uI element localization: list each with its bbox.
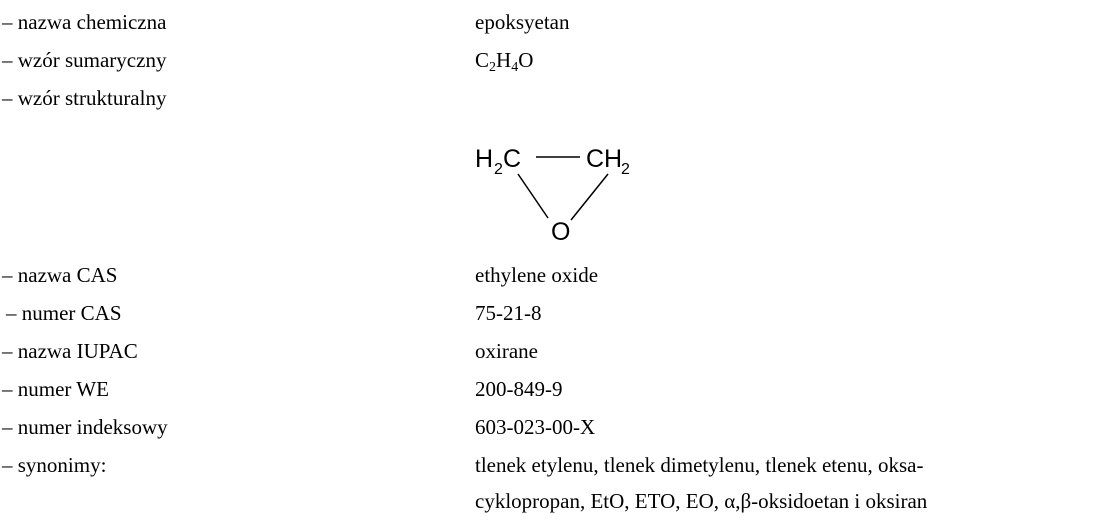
label-chemical-name: – nazwa chemiczna — [2, 10, 167, 34]
bond-left-o — [517, 173, 549, 219]
formula-h-count: 4 — [511, 60, 519, 75]
value-cas-name: ethylene oxide — [475, 263, 599, 287]
label-iupac-name: – nazwa IUPAC — [2, 339, 138, 363]
label-cas-number: – numer CAS — [6, 301, 122, 325]
value-cas-number: 75-21-8 — [475, 301, 542, 325]
value-ec-number: 200-849-9 — [475, 377, 563, 401]
value-iupac-name: oxirane — [475, 339, 538, 363]
label-structural-formula: – wzór strukturalny — [2, 86, 167, 110]
formula-c-count: 2 — [489, 60, 497, 75]
struct-right-ch: CH — [586, 145, 622, 173]
label-synonyms: – synonimy: — [2, 453, 107, 477]
formula-o: O — [518, 48, 534, 72]
value-chemical-name: epoksyetan — [475, 10, 570, 34]
struct-right-sub: 2 — [621, 161, 630, 178]
bond-right-o — [570, 173, 609, 221]
label-ec-number: – numer WE — [2, 377, 109, 401]
label-index-number: – numer indeksowy — [2, 415, 168, 439]
value-synonyms-line1: tlenek etylenu, tlenek dimetylenu, tlene… — [475, 453, 924, 477]
value-index-number: 603-023-00-X — [475, 415, 596, 439]
formula-c: C — [475, 48, 490, 72]
structural-formula-diagram: H 2 C CH 2 O — [470, 130, 690, 250]
value-synonyms-line2: cyklopropan, EtO, ETO, EO, α,β-oksidoeta… — [475, 489, 928, 513]
label-molecular-formula: – wzór sumaryczny — [2, 48, 167, 72]
struct-left-c: C — [503, 145, 521, 173]
struct-left-sub: 2 — [494, 161, 503, 178]
oxirane-structure: H 2 C CH 2 O — [475, 145, 630, 246]
value-molecular-formula: C2H4O — [475, 47, 534, 75]
formula-h: H — [496, 48, 512, 72]
struct-left-h: H — [475, 145, 493, 173]
label-cas-name: – nazwa CAS — [2, 263, 118, 287]
struct-oxygen: O — [551, 218, 570, 246]
